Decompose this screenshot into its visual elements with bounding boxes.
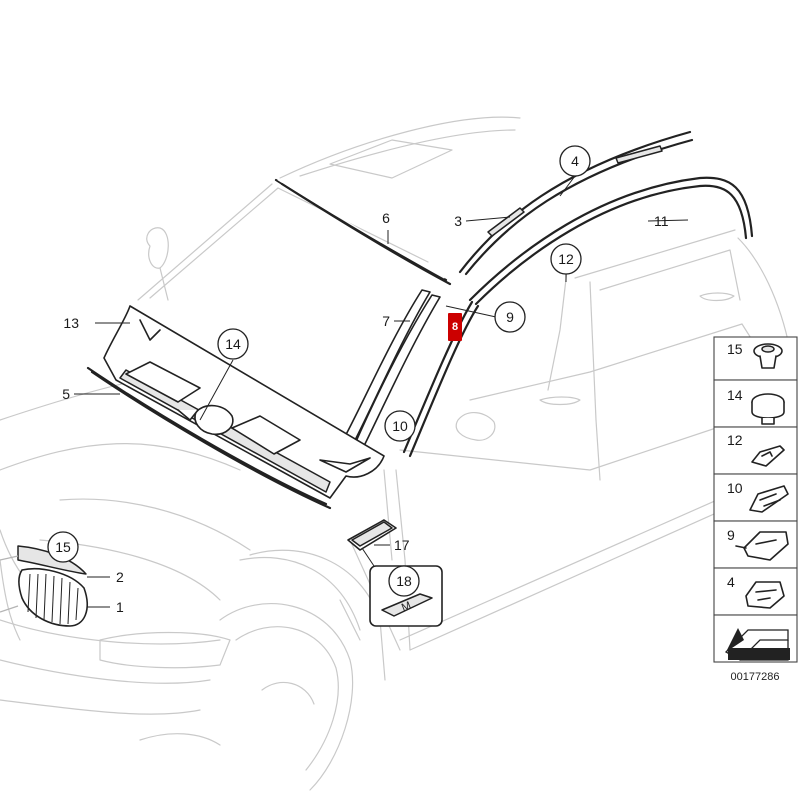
trim-clip-icon (749, 485, 789, 513)
block-clip-icon (745, 581, 785, 609)
callout-1: 1 (116, 599, 124, 615)
callout-7: 7 (382, 313, 390, 329)
callout-17: 17 (394, 537, 410, 553)
part-11-roof-rail-strip (468, 176, 754, 306)
part-7-8-windshield-side-trim (341, 289, 441, 451)
callout-18: 18 (396, 573, 412, 589)
part-2-15-grille-molding (17, 545, 87, 575)
callout-18-circle: 18 (388, 565, 420, 597)
callout-14: 14 (225, 336, 241, 352)
callout-13: 13 (63, 315, 79, 331)
trim-clip-icon (735, 531, 789, 561)
callout-8: 8 (452, 321, 458, 333)
callout-12: 12 (558, 251, 574, 267)
car-body-outline (0, 116, 791, 791)
panel-label-9: 9 (727, 527, 735, 543)
callout-12-circle: 12 (550, 243, 582, 275)
callout-4-circle: 4 (559, 145, 591, 177)
part-17-side-marker (347, 519, 397, 551)
small-parts-panel: 15 14 12 10 9 (713, 336, 798, 663)
callout-3: 3 (454, 213, 462, 229)
callout-15: 15 (55, 539, 71, 555)
svg-text:M: M (400, 600, 413, 615)
callout-10: 10 (392, 418, 408, 434)
callout-4: 4 (571, 153, 579, 169)
callout-9: 9 (506, 309, 514, 325)
grommet-clip-icon (753, 343, 783, 369)
leader-lines (74, 175, 689, 608)
part-6-roof-molding (274, 178, 452, 286)
callout-8-highlight: 8 (448, 313, 462, 341)
trim-clip-icon (751, 445, 785, 467)
callout-5: 5 (62, 386, 70, 402)
part-3-4-roof-channel-strip (458, 130, 694, 276)
reference-number: 00177286 (731, 671, 780, 683)
panel-label-10: 10 (727, 480, 743, 496)
panel-label-4: 4 (727, 574, 735, 590)
callout-15-circle: 15 (47, 531, 79, 563)
panel-label-12: 12 (727, 432, 743, 448)
callout-2: 2 (116, 569, 124, 585)
part-13-cowl-panel (103, 305, 385, 499)
panel-label-14: 14 (727, 387, 743, 403)
callout-10-circle: 10 (384, 410, 416, 442)
arrow-icon (724, 628, 790, 661)
round-cap-clip-icon (751, 393, 785, 425)
part-5-cowl-seal (86, 366, 332, 510)
panel-label-15: 15 (727, 341, 743, 357)
callout-6: 6 (382, 210, 390, 226)
callout-14-circle: 14 (217, 328, 249, 360)
callout-9-circle: 9 (494, 301, 526, 333)
part-1-kidney-grille (0, 555, 88, 627)
callout-11: 11 (654, 213, 669, 229)
panel-cell-15 (713, 336, 798, 381)
